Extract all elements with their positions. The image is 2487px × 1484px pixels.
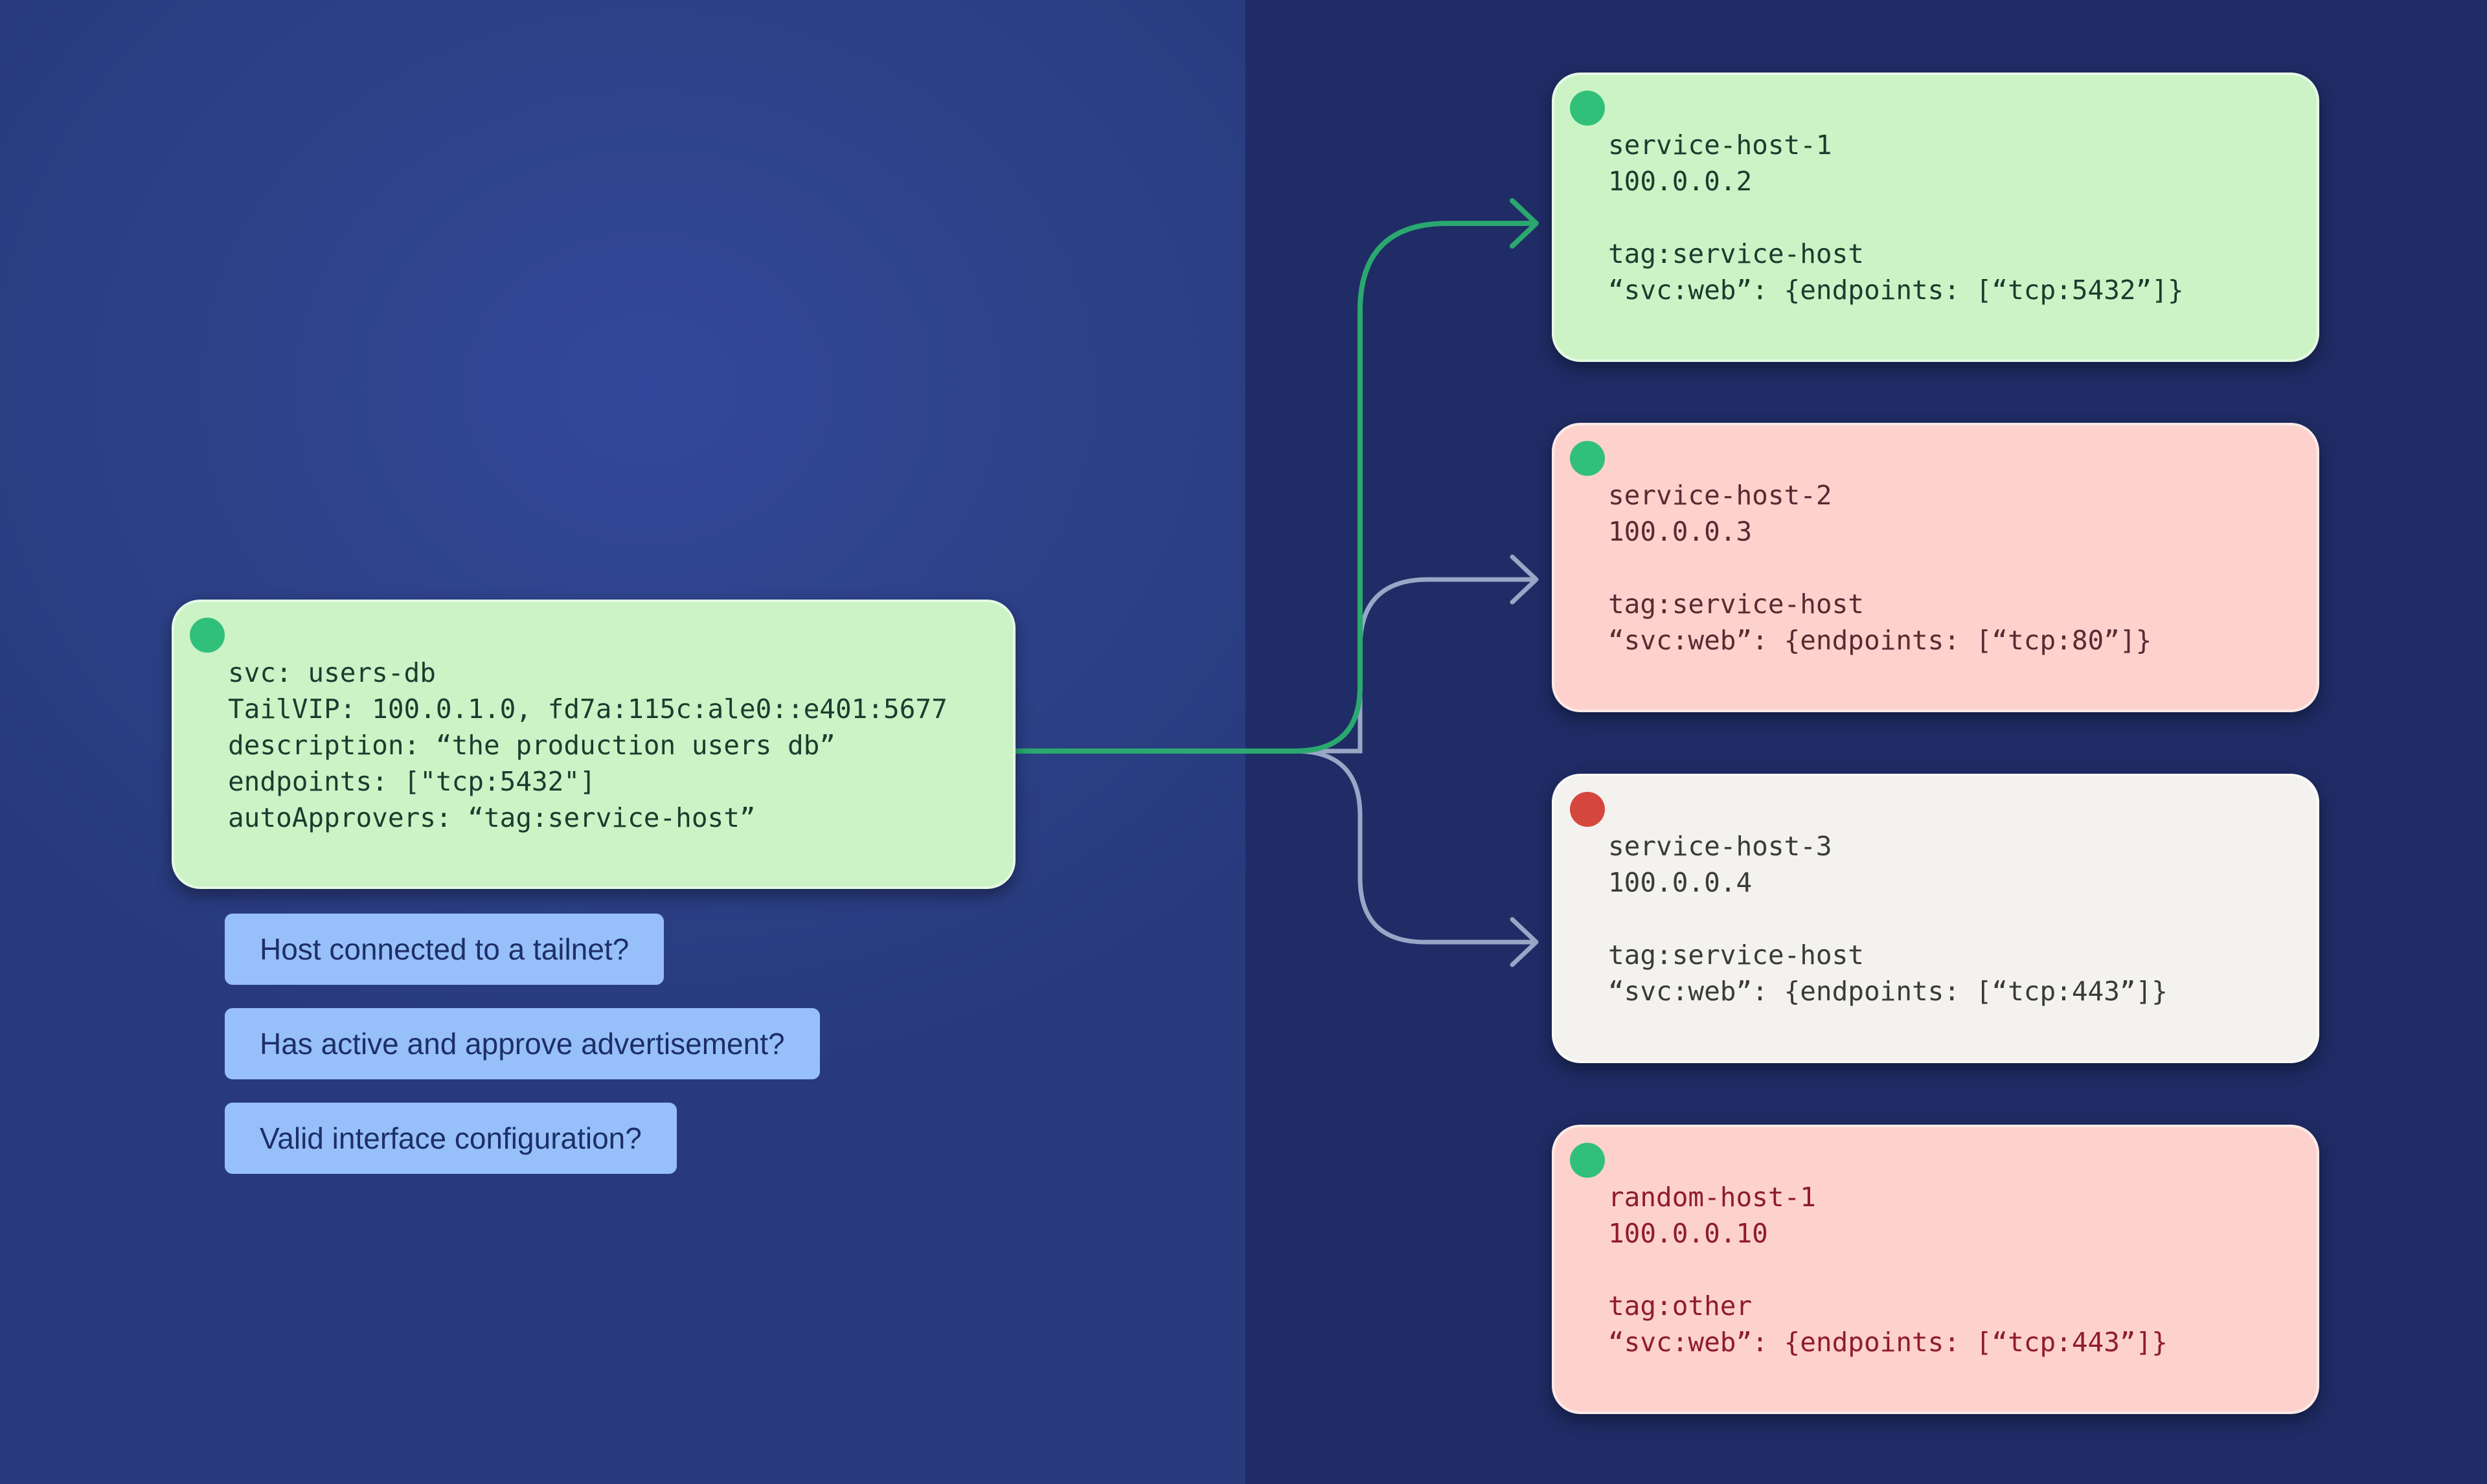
host-ip: 100.0.0.3: [1608, 516, 1753, 547]
link-to-service-host-1: [1012, 221, 1538, 754]
host-card-service-host-1: service-host-1 100.0.0.2 tag:service-hos…: [1552, 73, 2319, 362]
host-name: service-host-3: [1608, 831, 1832, 862]
service-endpoints: endpoints: ["tcp:5432"]: [228, 766, 596, 797]
host-service: “svc:web”: {endpoints: [“tcp:443”]}: [1608, 1327, 2168, 1358]
host-tag: tag:service-host: [1608, 238, 1864, 269]
service-description: description: “the production users db”: [228, 730, 835, 761]
arrowhead-service-host-2: [1510, 554, 1539, 605]
host-card-random-host-1: random-host-1 100.0.0.10 tag:other “svc:…: [1552, 1125, 2319, 1414]
status-dot-ok-icon: [1570, 1143, 1605, 1178]
status-dot-ok-icon: [190, 618, 225, 653]
status-dot-ok-icon: [1570, 91, 1605, 126]
host-tag: tag:service-host: [1608, 589, 1864, 620]
service-tailvip: TailVIP: 100.0.1.0, fd7a:115c:ale0::e401…: [228, 693, 948, 725]
arrowhead-service-host-1: [1510, 198, 1539, 249]
host-ip: 100.0.0.4: [1608, 867, 1753, 898]
host-tag: tag:service-host: [1608, 939, 1864, 971]
host-tag: tag:other: [1608, 1290, 1753, 1321]
host-ip: 100.0.0.2: [1608, 166, 1753, 197]
check-interface-config: Valid interface configuration?: [225, 1103, 677, 1174]
status-dot-error-icon: [1570, 792, 1605, 827]
host-name: random-host-1: [1608, 1182, 1816, 1213]
host-name: service-host-1: [1608, 129, 1832, 161]
host-name: service-host-2: [1608, 480, 1832, 511]
check-active-advertisement: Has active and approve advertisement?: [225, 1008, 820, 1079]
status-dot-ok-icon: [1570, 441, 1605, 476]
host-ip: 100.0.0.10: [1608, 1218, 1768, 1249]
service-auto-approvers: autoApprovers: “tag:service-host”: [228, 802, 756, 833]
link-to-service-host-2: [1296, 577, 1538, 754]
host-service: “svc:web”: {endpoints: [“tcp:443”]}: [1608, 976, 2168, 1007]
host-service: “svc:web”: {endpoints: [“tcp:5432”]}: [1608, 275, 2184, 306]
check-host-connected: Host connected to a tailnet?: [225, 914, 664, 985]
host-service: “svc:web”: {endpoints: [“tcp:80”]}: [1608, 625, 2152, 656]
host-card-service-host-3: service-host-3 100.0.0.4 tag:service-hos…: [1552, 774, 2319, 1063]
host-card-service-host-2: service-host-2 100.0.0.3 tag:service-hos…: [1552, 423, 2319, 712]
arrowhead-service-host-3: [1510, 917, 1539, 967]
link-to-service-host-3: [1293, 748, 1538, 945]
service-card-users-db: svc: users-db TailVIP: 100.0.1.0, fd7a:1…: [172, 600, 1016, 889]
service-name: svc: users-db: [228, 657, 436, 688]
